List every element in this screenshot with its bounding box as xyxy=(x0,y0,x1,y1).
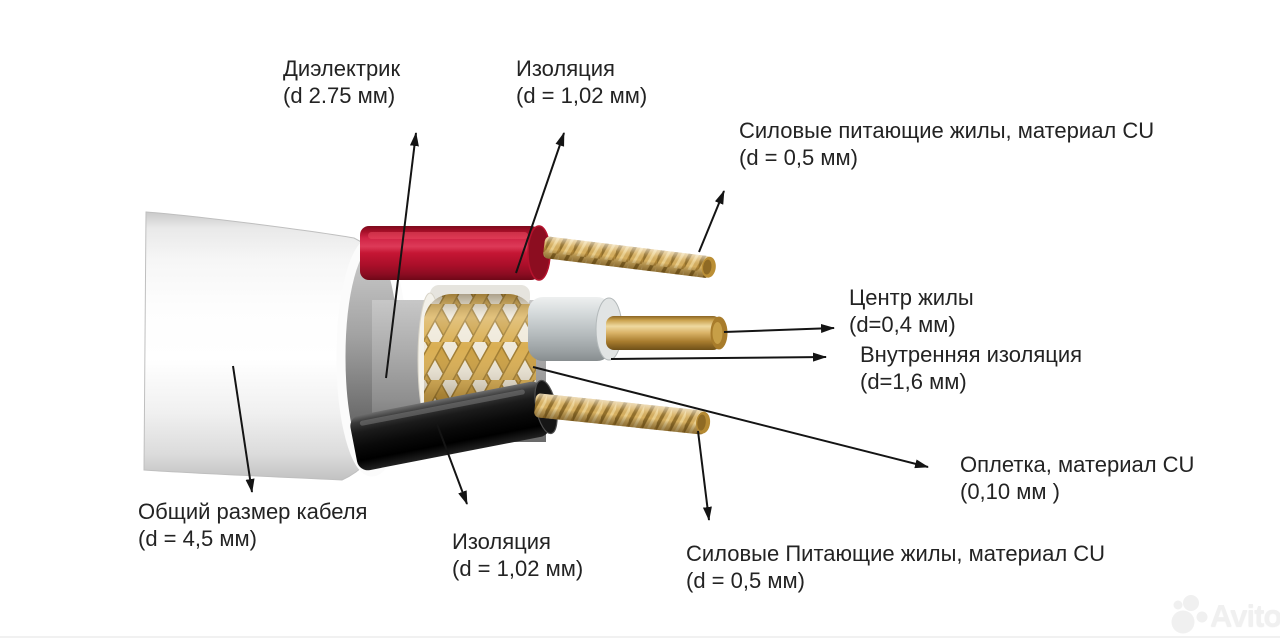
black-copper-strand xyxy=(534,393,711,435)
label-insulation-top-line1: Изоляция xyxy=(516,56,615,81)
label-center-core-line1: Центр жилы xyxy=(849,285,974,310)
arrow-braid xyxy=(532,366,929,469)
label-insulation-top: Изоляция (d = 1,02 мм) xyxy=(516,55,647,109)
label-power-cores-top-line1: Силовые питающие жилы, материал CU xyxy=(739,118,1155,143)
black-insulation xyxy=(350,381,550,471)
label-overall-size-line2: (d = 4,5 мм) xyxy=(138,526,257,551)
label-power-cores-bottom-line2: (d = 0,5 мм) xyxy=(686,568,805,593)
label-insulation-bottom-line1: Изоляция xyxy=(452,529,551,554)
arrow-dielectric xyxy=(385,132,419,379)
arrow-insulation-bottom xyxy=(436,423,468,505)
label-dielectric-line1: Диэлектрик xyxy=(283,56,401,81)
label-dielectric: Диэлектрик (d 2.75 мм) xyxy=(283,55,400,109)
label-braid-line1: Оплетка, материал CU xyxy=(960,452,1195,477)
label-insulation-top-line2: (d = 1,02 мм) xyxy=(516,83,648,108)
arrow-insulation-top xyxy=(515,132,565,274)
label-overall-size: Общий размер кабеля (d = 4,5 мм) xyxy=(138,498,367,552)
avito-logo-icon xyxy=(1171,595,1208,634)
bottom-hairline xyxy=(0,636,1280,638)
label-power-cores-bottom: Силовые Питающие жилы, материал CU (d = … xyxy=(686,540,1105,594)
label-inner-insulation-line2: (d=1,6 мм) xyxy=(860,369,967,394)
arrow-center-core xyxy=(723,323,835,333)
red-copper-strand xyxy=(543,236,716,278)
avito-watermark-text: Avito xyxy=(1210,598,1280,633)
arrow-inner-insulation xyxy=(610,352,827,362)
annotation-arrows xyxy=(232,132,929,521)
red-insulation xyxy=(360,226,540,280)
label-braid-line2: (0,10 мм ) xyxy=(960,479,1060,504)
inner-insulation-cylinder xyxy=(528,297,612,361)
label-insulation-bottom: Изоляция (d = 1,02 мм) xyxy=(452,528,583,582)
label-braid: Оплетка, материал CU (0,10 мм ) xyxy=(960,451,1194,505)
label-power-cores-top-line2: (d = 0,5 мм) xyxy=(739,145,858,170)
label-power-cores-top: Силовые питающие жилы, материал CU (d = … xyxy=(739,117,1154,171)
label-center-core: Центр жилы (d=0,4 мм) xyxy=(849,284,974,338)
red-power-wire xyxy=(360,225,716,281)
black-power-wire xyxy=(350,379,711,471)
center-conductor xyxy=(606,316,721,350)
label-dielectric-line2: (d 2.75 мм) xyxy=(283,83,396,108)
label-power-cores-bottom-line1: Силовые Питающие жилы, материал CU xyxy=(686,541,1106,566)
arrow-overall-size xyxy=(232,365,255,493)
label-inner-insulation: Внутренняя изоляция (d=1,6 мм) xyxy=(860,341,1082,395)
label-overall-size-line1: Общий размер кабеля xyxy=(138,499,368,524)
label-inner-insulation-line1: Внутренняя изоляция xyxy=(860,342,1083,367)
arrow-power-cores-bottom xyxy=(697,430,712,521)
label-insulation-bottom-line2: (d = 1,02 мм) xyxy=(452,556,584,581)
avito-watermark: Avito xyxy=(1168,592,1280,638)
label-center-core-line2: (d=0,4 мм) xyxy=(849,312,956,337)
arrow-power-cores-top xyxy=(698,190,725,253)
